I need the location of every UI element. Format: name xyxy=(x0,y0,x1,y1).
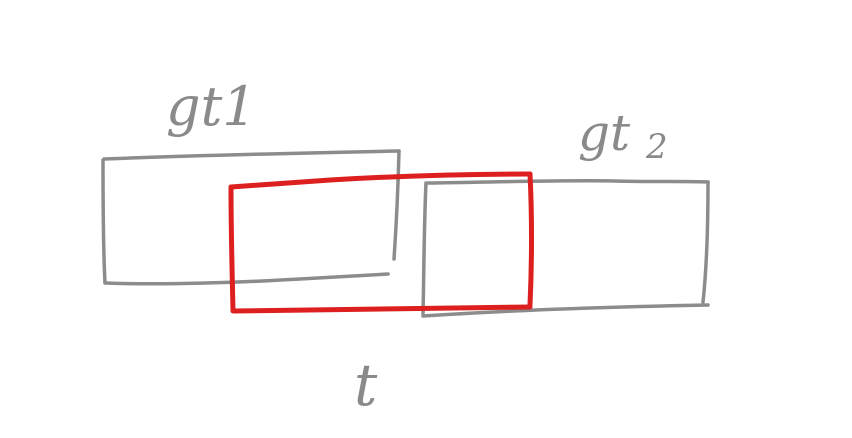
gt2-label-base: gt xyxy=(578,104,631,162)
gt1-box xyxy=(101,149,401,286)
gt2-label: gt 2 xyxy=(578,104,668,167)
gt1-label: gt1 xyxy=(166,75,257,138)
t-box xyxy=(228,171,534,314)
gt2-box xyxy=(421,178,710,318)
t-label: t xyxy=(354,351,378,419)
gt2-label-subscript: 2 xyxy=(645,127,668,167)
